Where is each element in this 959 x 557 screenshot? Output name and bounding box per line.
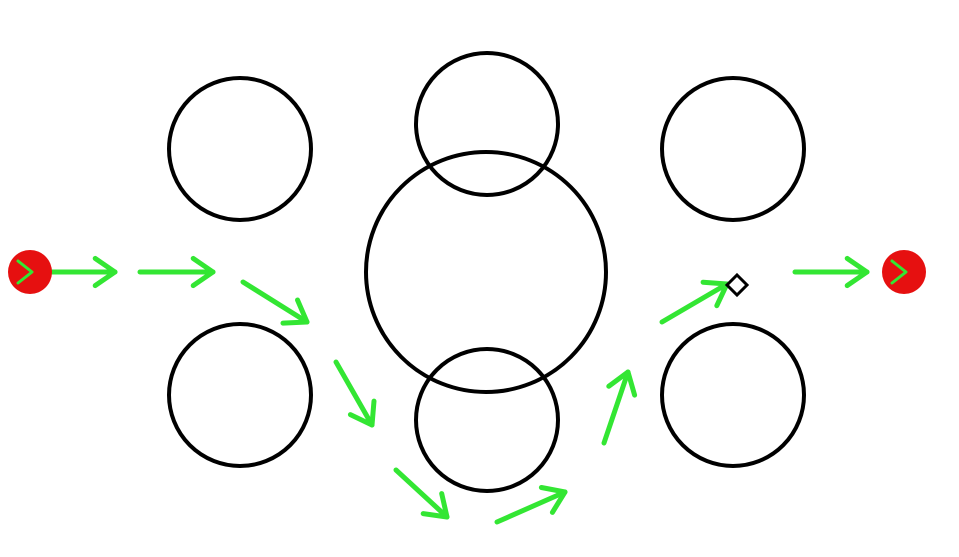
path-arrow-7 <box>601 369 638 446</box>
arrow-shaft <box>393 467 450 520</box>
arrow-head <box>606 369 638 398</box>
obstacle-circle-1 <box>167 76 313 222</box>
arrow-shaft <box>333 359 375 428</box>
arrow-head <box>844 255 870 289</box>
path-arrow-5 <box>393 467 450 520</box>
path-arrow-6 <box>494 485 568 525</box>
goal-point <box>882 250 926 294</box>
obstacle-circle-6 <box>414 347 560 493</box>
arrow-head <box>538 485 568 515</box>
obstacles <box>167 51 806 493</box>
obstacle-circle-3 <box>660 76 806 222</box>
obstacle-circle-5 <box>167 322 313 468</box>
path-arrow-3 <box>240 279 310 326</box>
path-arrow-2 <box>137 255 216 289</box>
obstacle-circle-2 <box>414 51 560 197</box>
arrow-shaft <box>240 279 310 325</box>
start-point <box>8 250 52 294</box>
arrow-head <box>347 398 377 428</box>
chevron-right-icon <box>16 259 34 285</box>
arrow-shaft <box>494 489 568 525</box>
path-arrow-4 <box>333 359 377 428</box>
waypoint-diamond-icon <box>724 272 750 298</box>
path-arrow-9 <box>792 255 870 289</box>
obstacle-circle-4 <box>364 150 608 394</box>
path-arrows <box>15 255 870 525</box>
chevron-right-icon <box>890 259 908 285</box>
waypoints <box>724 272 750 298</box>
arrow-head <box>280 297 310 326</box>
arrow-head <box>190 255 216 289</box>
path-arrow-8 <box>659 279 730 325</box>
obstacle-circle-7 <box>660 322 806 468</box>
arrow-head <box>92 255 118 289</box>
arrow-shaft <box>601 369 631 446</box>
arrow-head <box>420 491 450 520</box>
endpoints <box>8 250 926 294</box>
arrow-shaft <box>659 281 730 325</box>
